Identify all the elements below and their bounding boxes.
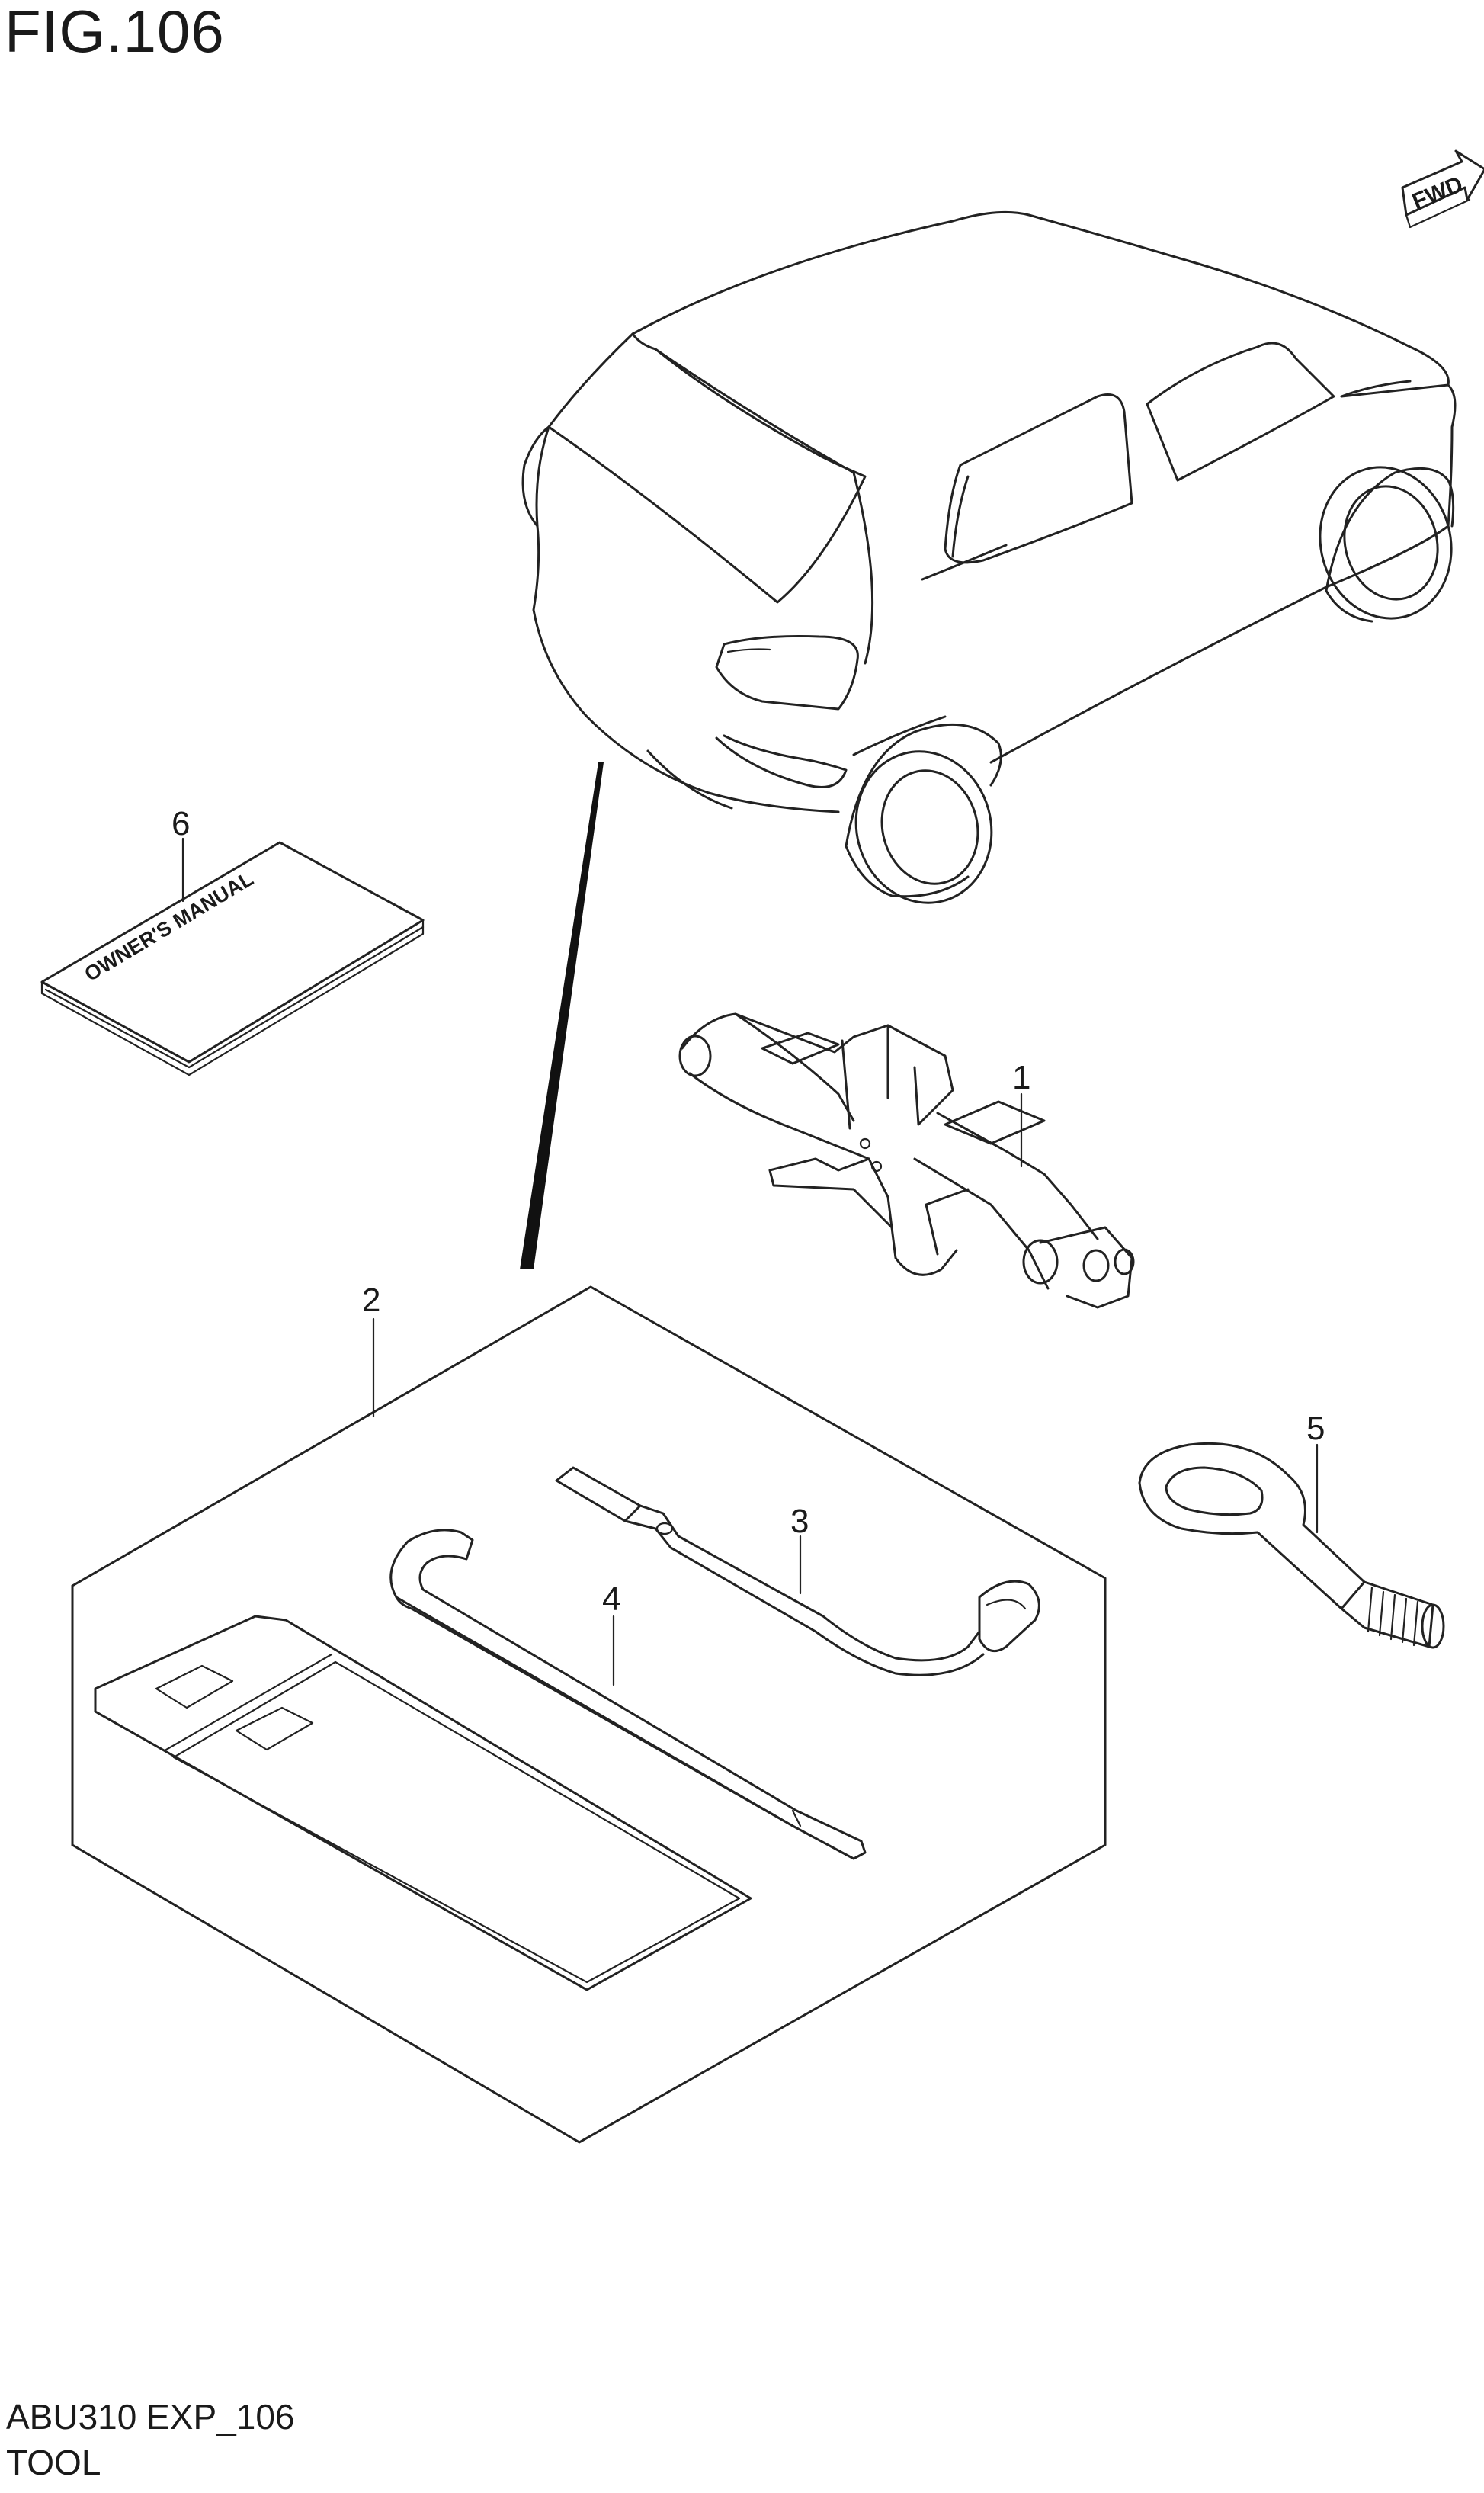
callout-4: 4: [602, 1580, 620, 1618]
owners-manual-illustration: OWNER'S MANUAL: [40, 841, 425, 1076]
figure-title: FIG.106: [5, 0, 225, 65]
callout-6: 6: [171, 805, 190, 842]
tool-bag-illustration: [71, 1285, 1107, 2144]
fwd-arrow-icon: FWD: [1401, 149, 1484, 229]
callout-1: 1: [1012, 1059, 1030, 1096]
figure-name: TOOL: [6, 2443, 101, 2482]
figure-code: ABU310 EXP_106: [6, 2397, 295, 2437]
towing-hook-illustration: [1138, 1442, 1445, 1649]
wheel-wrench-illustration: [555, 1466, 1040, 1676]
jack-handle-illustration: [389, 1529, 867, 1860]
location-pointer: [520, 762, 604, 1269]
jack-illustration: [678, 1012, 1135, 1309]
vehicle-illustration: [521, 210, 1457, 904]
callout-3: 3: [790, 1503, 809, 1540]
callout-2: 2: [362, 1282, 380, 1319]
callout-5: 5: [1306, 1410, 1325, 1447]
